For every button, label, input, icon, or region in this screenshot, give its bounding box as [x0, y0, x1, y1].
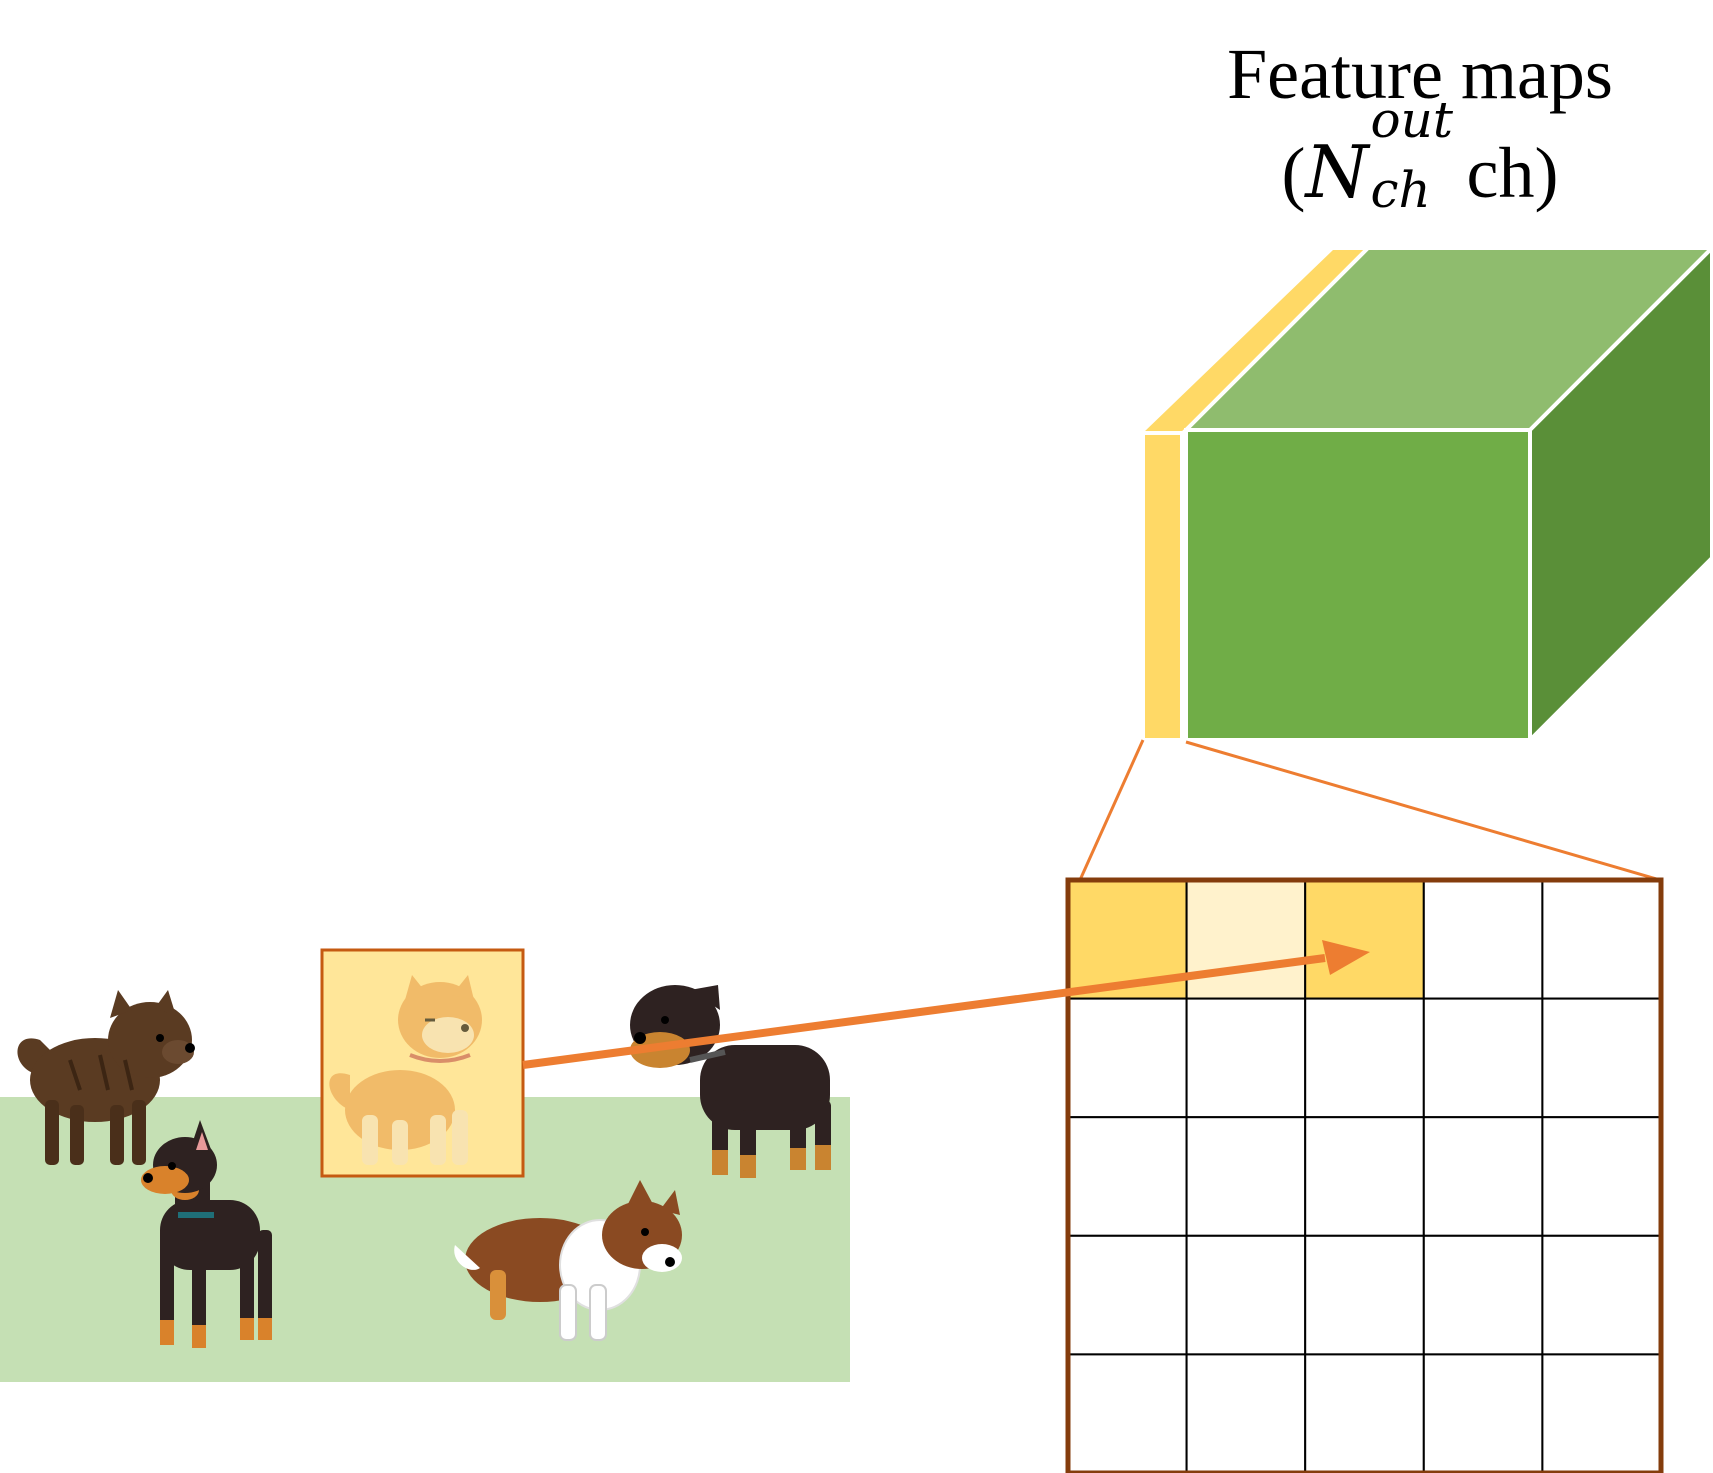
brindle-dog — [17, 990, 195, 1165]
projection-line-right — [1185, 740, 1661, 882]
grid-cell — [1422, 997, 1544, 1119]
feature-cube — [1141, 244, 1713, 745]
grid-cell — [1422, 879, 1544, 1000]
mapping-arrow — [522, 954, 1326, 1069]
slice-top-face — [1143, 250, 1368, 433]
collie-dog — [454, 1180, 682, 1341]
akita-dog — [329, 975, 482, 1165]
grid-cell — [1541, 1116, 1663, 1237]
grid-cell — [1185, 879, 1307, 1000]
grid-cell — [1422, 1353, 1544, 1473]
arrow-head — [1322, 940, 1370, 975]
grid-cell — [1067, 1116, 1188, 1237]
grid-cell — [1067, 1353, 1188, 1473]
grid-cell — [1541, 997, 1663, 1119]
superscript-out: out — [1370, 91, 1453, 149]
grid-border — [1065, 877, 1664, 1473]
grid-cell — [1541, 1353, 1663, 1473]
grid-cell — [1541, 1234, 1663, 1356]
grid-cell — [1304, 997, 1425, 1119]
grid-cell — [1185, 1353, 1307, 1473]
feature-maps-title: Feature maps — [1227, 34, 1613, 114]
projection-line-left — [1078, 739, 1145, 881]
grid-cell — [1304, 1116, 1425, 1237]
grid-cell — [1304, 1353, 1425, 1473]
n-symbol: N — [1305, 130, 1369, 214]
subscript-ch: ch — [1370, 161, 1431, 219]
grid-cell — [1185, 1116, 1307, 1237]
akita-highlight-box — [320, 948, 525, 1178]
grid-cell — [1067, 1234, 1188, 1356]
grid-cell — [1541, 879, 1663, 1000]
feature-map-grid — [1065, 877, 1664, 1473]
grid-cell — [1304, 879, 1425, 1000]
grid-cell — [1185, 997, 1307, 1119]
open-paren: ( — [1281, 133, 1306, 213]
doberman-dog — [141, 1120, 272, 1348]
cube-front-face — [1184, 428, 1532, 742]
grid-cell — [1422, 1116, 1544, 1237]
grid-cell — [1304, 1234, 1425, 1356]
slice-front-face — [1141, 431, 1184, 742]
grid-cell — [1067, 997, 1188, 1119]
grid-cell — [1422, 1234, 1544, 1356]
channel-suffix: ch) — [1466, 133, 1559, 213]
grid-cell — [1185, 1234, 1307, 1356]
